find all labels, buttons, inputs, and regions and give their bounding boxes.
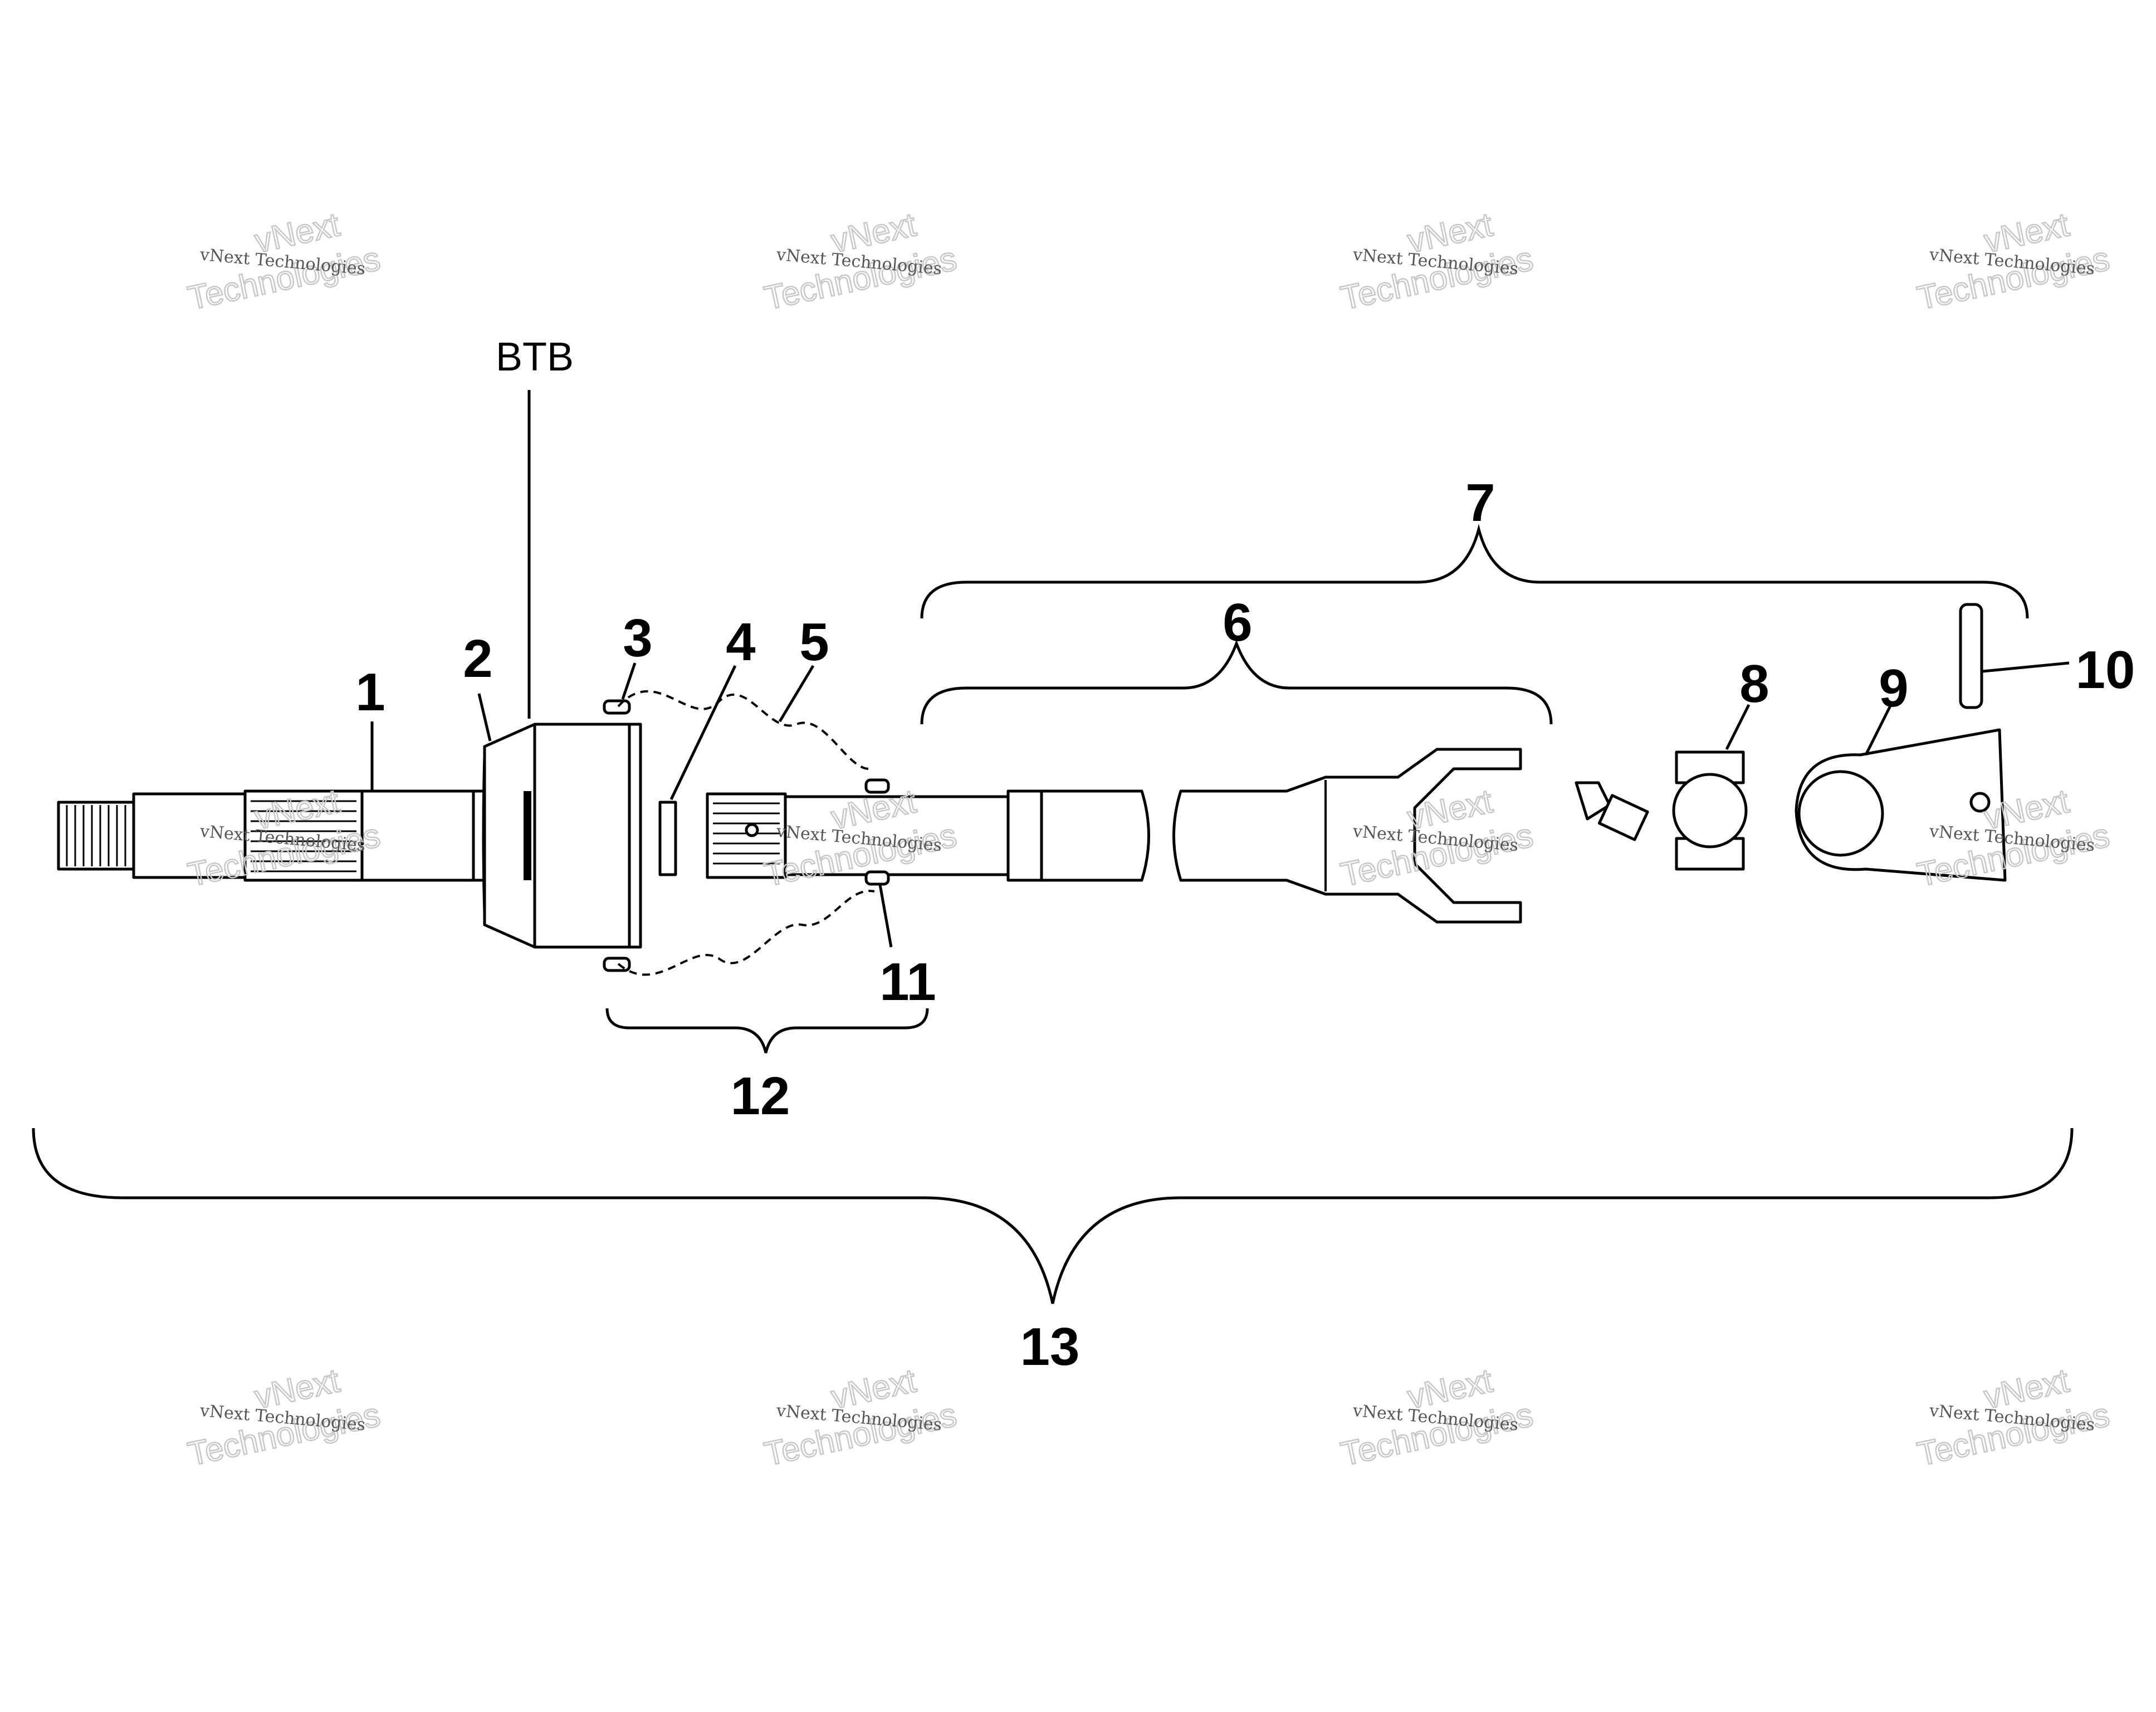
stub-shaft-part <box>57 789 475 882</box>
callout-2: 2 <box>463 629 492 689</box>
leader-4 <box>669 665 737 801</box>
cross-bearing-part <box>1672 750 1748 871</box>
brace-12 <box>605 1008 929 1053</box>
callout-10: 10 <box>2076 640 2135 700</box>
callout-9: 9 <box>1879 659 1908 718</box>
callout-1: 1 <box>355 662 385 722</box>
small-clamp-part <box>864 778 890 886</box>
callout-4: 4 <box>726 612 755 672</box>
btb-label: BTB <box>496 335 574 379</box>
brace-13 <box>32 1128 2074 1304</box>
callout-8: 8 <box>1739 654 1769 714</box>
callout-5: 5 <box>799 612 829 672</box>
leader-9 <box>1864 704 1893 756</box>
drive-shaft-part <box>706 748 1522 924</box>
callout-12: 12 <box>731 1066 790 1126</box>
leader-8 <box>1725 704 1751 750</box>
leader-10 <box>1982 661 2070 673</box>
callout-13: 13 <box>1020 1317 1080 1377</box>
brace-6 <box>920 639 1553 725</box>
leader-5 <box>778 665 815 723</box>
leader-3 <box>621 662 637 700</box>
boot-part <box>617 690 875 976</box>
cv-joint-housing-part <box>472 723 642 949</box>
callout-6: 6 <box>1223 593 1252 652</box>
pin-part <box>1959 603 1983 709</box>
snap-ring-part <box>658 801 677 876</box>
yoke-part <box>1795 728 2007 882</box>
leader-11 <box>878 884 893 948</box>
callout-3: 3 <box>623 608 652 668</box>
callout-7: 7 <box>1465 473 1495 533</box>
brace-7 <box>920 524 2029 619</box>
leader-2 <box>477 693 492 742</box>
callout-11: 11 <box>879 952 936 1012</box>
grease-fitting-part <box>1575 781 1649 841</box>
